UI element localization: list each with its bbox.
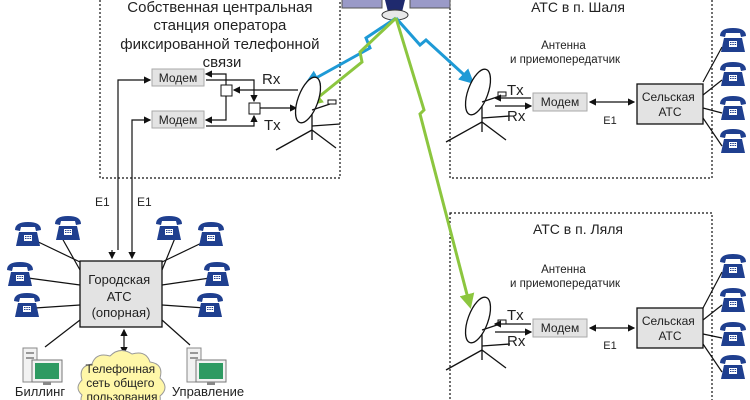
modem-2-label: Модем [159, 113, 197, 127]
modem-1-box [151, 68, 205, 87]
shalya-modem-label: Модем [541, 95, 579, 109]
lyalya-modem-label: Модем [541, 321, 579, 335]
shalya-tx-label: Tx [507, 82, 524, 99]
phone-icon [720, 254, 746, 278]
lyalya-exchange-label: Сельская АТС [642, 314, 698, 343]
lyalya-title: АТС в п. Ляля [533, 221, 623, 237]
shalya-modem-box [532, 92, 588, 112]
phone-icon [198, 222, 224, 246]
link-lyalya [394, 17, 475, 309]
lyalya-exchange-box [636, 307, 704, 349]
phone-icon [55, 216, 81, 240]
lyalya-antenna-label: Антенна и приемопередатчик [510, 264, 621, 290]
central-rx-label: Rx [262, 71, 281, 88]
phone-icon [156, 216, 182, 240]
shalya-dish-icon [445, 65, 511, 143]
pstn-cloud [77, 350, 166, 400]
phone-icon [720, 129, 746, 153]
satellite-icon [341, 0, 451, 21]
lyalya-modem-box [532, 318, 588, 338]
phone-icon [720, 288, 746, 312]
link-shalya [394, 17, 475, 85]
city-e1-right-label: E1 [137, 195, 152, 209]
downlink-central [307, 16, 398, 106]
city-exchange-box [79, 260, 163, 328]
shalya-e1-label: E1 [603, 115, 616, 127]
city-exchange-label: Городская АТС (опорная) [88, 272, 154, 320]
central-station-title: Собственная центральная станция оператор… [120, 0, 323, 71]
phone-icon [720, 355, 746, 379]
phone-icon [720, 28, 746, 52]
management-label: Управление [172, 384, 244, 399]
phone-icon [15, 222, 41, 246]
central-dish-icon [275, 73, 341, 151]
lyalya-tx-label: Tx [507, 307, 524, 324]
phone-icon [720, 322, 746, 346]
phone-icon [14, 293, 40, 317]
phone-icon [7, 262, 33, 286]
phone-icon [720, 96, 746, 120]
phone-icon [197, 293, 223, 317]
central-station-region [99, 0, 341, 179]
lyalya-rx-label: Rx [507, 333, 526, 350]
phone-icon [204, 262, 230, 286]
shalya-exchange-label: Сельская АТС [642, 90, 698, 119]
phone-icon [720, 62, 746, 86]
shalya-rx-label: Rx [507, 108, 526, 125]
lyalya-e1-label: E1 [603, 340, 616, 352]
lyalya-region [449, 212, 713, 400]
billing-label: Биллинг [15, 384, 65, 399]
management-computer-icon [186, 347, 227, 386]
shalya-title: АТС в п. Шаля [531, 0, 625, 15]
splitter-box [220, 84, 233, 97]
modem-1-label: Модем [159, 71, 197, 85]
shalya-antenna-label: Антенна и приемопередатчик [510, 40, 621, 66]
billing-computer-icon [22, 347, 63, 386]
pstn-label: Телефонная сеть общего пользования [86, 362, 159, 400]
modem-2-box [151, 110, 205, 129]
combiner-box [248, 102, 261, 115]
central-tx-label: Tx [264, 117, 281, 134]
city-e1-left-label: E1 [95, 195, 110, 209]
shalya-exchange-box [636, 83, 704, 125]
